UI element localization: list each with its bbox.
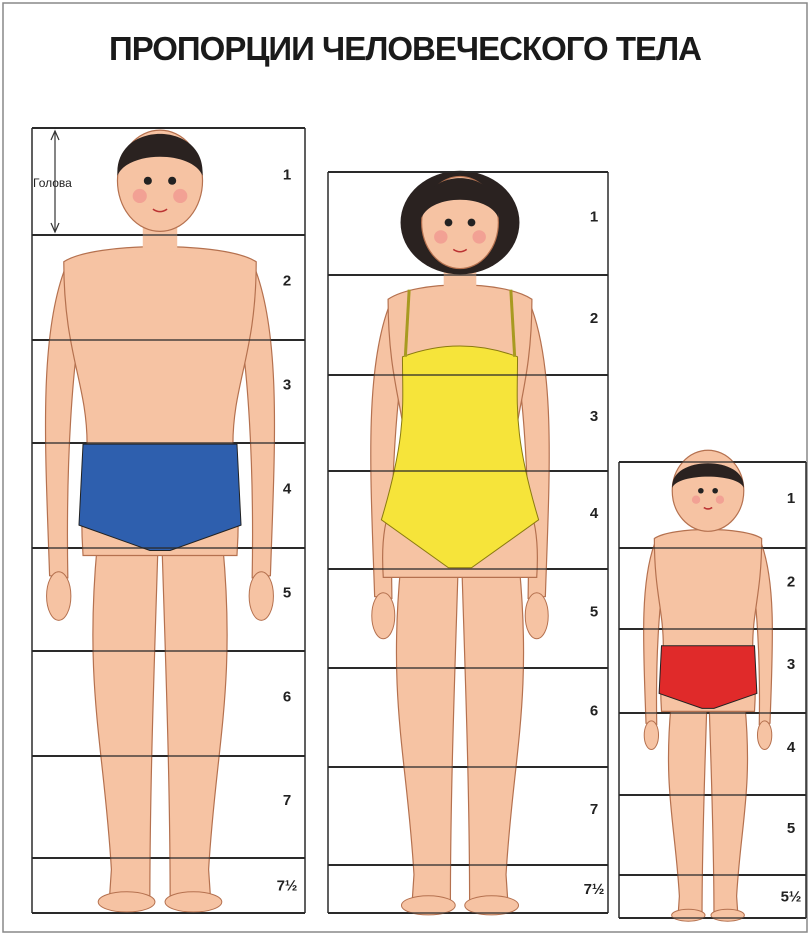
torso <box>654 530 761 712</box>
mouth <box>704 507 712 508</box>
overlay-lines-child <box>619 462 806 918</box>
left-leg <box>93 545 158 899</box>
left-eye <box>698 488 704 494</box>
segment-label: 5 <box>283 585 291 602</box>
grid-woman: 1 2 3 4 5 6 7 7½ <box>328 172 608 913</box>
segment-label: 3 <box>787 656 795 673</box>
head <box>422 177 499 269</box>
head <box>672 450 744 531</box>
segment-label: 4 <box>590 505 599 522</box>
left-eye <box>445 219 453 227</box>
neck <box>143 211 177 252</box>
segment-label: 7½ <box>584 881 605 898</box>
segment-label: 5½ <box>781 889 802 906</box>
right-arm <box>750 544 773 724</box>
right-leg <box>462 568 524 904</box>
strap-left <box>405 290 409 357</box>
left-hand <box>372 593 395 639</box>
hair <box>672 463 744 488</box>
left-foot <box>672 909 705 921</box>
arrow-up <box>51 131 59 140</box>
left-hand <box>47 572 71 621</box>
overlay-lines-woman <box>328 172 608 913</box>
mouth <box>453 249 466 251</box>
right-cheek <box>716 496 724 504</box>
grid-child: 1 2 3 4 5 5½ <box>619 462 806 918</box>
yellow-swimsuit <box>381 346 538 568</box>
right-hand <box>757 721 771 750</box>
hair <box>117 134 202 176</box>
right-leg <box>709 705 747 914</box>
hair-back <box>401 171 520 275</box>
hair <box>422 178 499 218</box>
segment-label: 5 <box>590 604 598 621</box>
segment-label: 4 <box>787 739 796 756</box>
segment-label: 6 <box>590 703 598 720</box>
overlay-lines-man <box>32 128 305 913</box>
left-leg <box>396 568 458 904</box>
neck <box>444 251 477 289</box>
right-hand <box>249 572 273 621</box>
neck <box>698 509 718 533</box>
left-foot <box>98 892 155 912</box>
right-foot <box>165 892 222 912</box>
segment-label: 5 <box>787 820 795 837</box>
head <box>117 130 202 231</box>
left-eye <box>144 177 152 185</box>
right-arm <box>513 309 549 599</box>
segment-label: 3 <box>590 408 598 425</box>
segment-label: 6 <box>283 689 291 706</box>
left-foot <box>402 896 456 915</box>
head-label: Голова <box>33 176 72 190</box>
grid-man: 1 2 3 4 5 6 7 7½ <box>32 128 305 913</box>
segment-label: 2 <box>283 273 291 290</box>
right-leg <box>162 545 227 899</box>
segment-label: 7 <box>590 801 598 818</box>
blue-briefs <box>79 444 241 550</box>
segment-label: 1 <box>787 490 795 507</box>
red-briefs <box>659 646 757 709</box>
left-cheek <box>434 230 447 243</box>
segment-label: 1 <box>590 209 598 226</box>
right-cheek <box>472 230 485 243</box>
head-annotation: Голова <box>33 131 72 232</box>
segment-label: 2 <box>787 574 795 591</box>
segment-label: 7 <box>283 792 291 809</box>
segment-label: 2 <box>590 310 598 327</box>
left-arm <box>371 309 407 599</box>
segment-label: 4 <box>283 481 292 498</box>
segment-label: 3 <box>283 377 291 394</box>
torso <box>64 247 256 556</box>
right-eye <box>168 177 176 185</box>
segment-label: 7½ <box>277 878 298 895</box>
woman-figure <box>371 171 549 915</box>
left-hand <box>644 721 658 750</box>
left-arm <box>46 272 85 578</box>
torso <box>383 285 538 577</box>
mouth <box>153 209 167 212</box>
outer-frame <box>3 3 807 932</box>
right-hand <box>525 593 548 639</box>
left-arm <box>644 544 667 724</box>
left-cheek <box>692 496 700 504</box>
arrow-down <box>51 223 59 232</box>
right-eye <box>468 219 476 227</box>
right-foot <box>465 896 519 915</box>
segment-label: 1 <box>283 167 291 184</box>
left-leg <box>668 705 706 914</box>
right-arm <box>236 272 275 578</box>
diagram-title: ПРОПОРЦИИ ЧЕЛОВЕЧЕСКОГО ТЕЛА <box>0 30 810 68</box>
strap-right <box>511 290 515 357</box>
man-figure <box>46 130 275 912</box>
right-foot <box>711 909 744 921</box>
right-cheek <box>173 189 187 203</box>
right-eye <box>712 488 718 494</box>
child-figure <box>644 450 773 921</box>
left-cheek <box>133 189 147 203</box>
